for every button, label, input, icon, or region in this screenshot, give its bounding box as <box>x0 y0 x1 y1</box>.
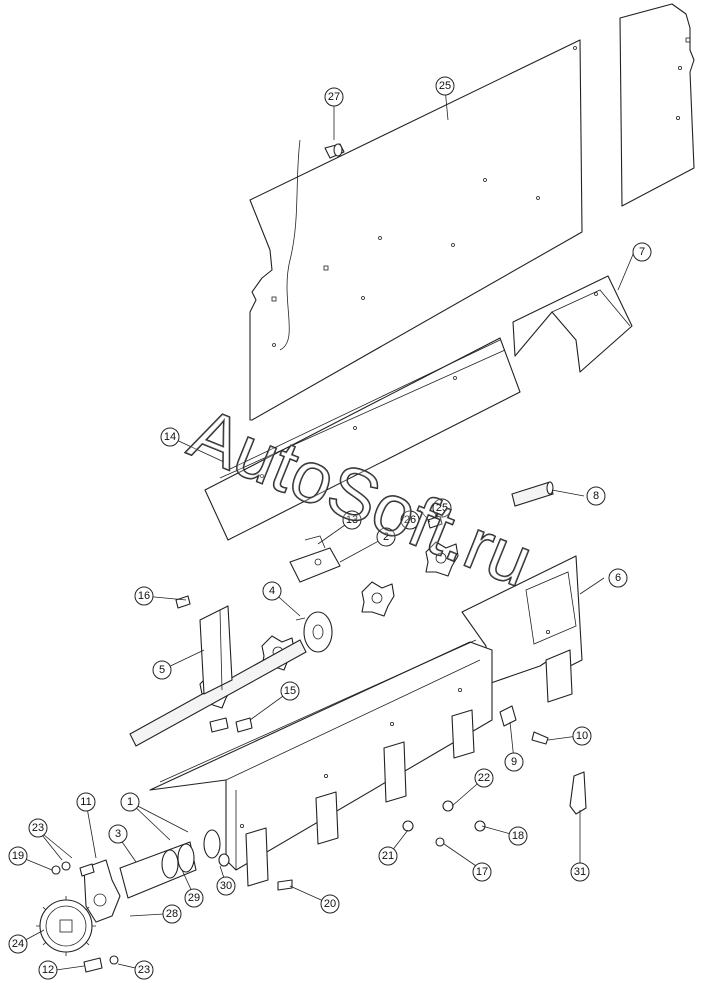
callout-22: 22 <box>474 768 494 788</box>
svg-text:24: 24 <box>12 938 24 950</box>
svg-text:26: 26 <box>404 514 416 526</box>
svg-text:23: 23 <box>138 964 150 976</box>
svg-text:22: 22 <box>478 772 490 784</box>
part-25-cover-panel <box>249 39 583 421</box>
callout-19: 19 <box>8 846 28 866</box>
callout-18: 18 <box>508 826 528 846</box>
callout-8: 8 <box>586 486 606 506</box>
svg-text:25: 25 <box>436 502 448 514</box>
svg-text:21: 21 <box>382 850 394 862</box>
callout-1: 1 <box>120 792 140 812</box>
svg-text:3: 3 <box>115 828 121 840</box>
callout-13: 13 <box>342 510 362 530</box>
svg-text:10: 10 <box>576 730 588 742</box>
callout-28: 28 <box>162 904 182 924</box>
callout-2: 2 <box>376 527 396 547</box>
svg-text:31: 31 <box>574 866 586 878</box>
svg-text:7: 7 <box>639 246 645 258</box>
svg-text:5: 5 <box>159 664 165 676</box>
callout-10: 10 <box>572 726 592 746</box>
callout-20: 20 <box>320 894 340 914</box>
callout-21: 21 <box>378 846 398 866</box>
part-24-sprocket <box>36 896 96 956</box>
drive-assembly <box>79 829 230 923</box>
svg-text:9: 9 <box>511 756 517 768</box>
svg-text:28: 28 <box>166 908 178 920</box>
part-8-shaft <box>511 481 554 507</box>
svg-text:29: 29 <box>188 892 200 904</box>
callout-5: 5 <box>152 660 172 680</box>
callout-25-top: 25 <box>435 76 455 96</box>
callout-7: 7 <box>632 242 652 262</box>
callout-25-mid: 25 <box>432 498 452 518</box>
svg-text:16: 16 <box>138 590 150 602</box>
svg-text:25: 25 <box>439 80 451 92</box>
svg-text:19: 19 <box>12 850 24 862</box>
star-sprocket-upper <box>425 541 459 577</box>
svg-text:30: 30 <box>220 880 232 892</box>
callout-6: 6 <box>608 568 628 588</box>
svg-text:18: 18 <box>512 830 524 842</box>
callout-26: 26 <box>400 510 420 530</box>
callout-3: 3 <box>108 824 128 844</box>
part-5-plate <box>199 605 233 695</box>
callout-23-bottom: 23 <box>134 960 154 980</box>
callout-12: 12 <box>38 960 58 980</box>
svg-text:27: 27 <box>328 91 340 103</box>
small-hardware <box>51 515 587 973</box>
svg-text:11: 11 <box>80 796 91 808</box>
callout-4: 4 <box>262 581 282 601</box>
svg-text:20: 20 <box>324 898 336 910</box>
callout-31: 31 <box>570 862 590 882</box>
callout-30: 30 <box>216 876 236 896</box>
svg-text:1: 1 <box>127 796 133 808</box>
svg-text:2: 2 <box>383 531 389 543</box>
side-panel <box>619 3 695 207</box>
star-sprocket-mid <box>361 581 395 617</box>
main-housing <box>149 639 493 887</box>
svg-text:14: 14 <box>164 431 176 443</box>
callout-9: 9 <box>504 752 524 772</box>
callout-17: 17 <box>472 862 492 882</box>
callout-24: 24 <box>8 934 28 954</box>
part-7-bracket <box>512 275 633 373</box>
svg-text:15: 15 <box>284 685 296 697</box>
svg-text:8: 8 <box>593 490 599 502</box>
svg-text:17: 17 <box>476 866 488 878</box>
svg-text:4: 4 <box>269 585 275 597</box>
svg-text:13: 13 <box>346 514 358 526</box>
callout-11: 11 <box>76 792 96 812</box>
callout-15: 15 <box>280 681 300 701</box>
lower-shaft <box>129 639 307 747</box>
part-27-bolt <box>324 143 345 159</box>
svg-text:23: 23 <box>32 822 44 834</box>
callout-29: 29 <box>184 888 204 908</box>
part-2-bearing-bracket <box>289 535 341 583</box>
svg-text:6: 6 <box>615 572 621 584</box>
callout-14: 14 <box>160 427 180 447</box>
callout-23-left: 23 <box>28 818 48 838</box>
callout-16: 16 <box>134 586 154 606</box>
callout-27: 27 <box>324 87 344 107</box>
svg-text:12: 12 <box>42 964 54 976</box>
part-4-roller <box>295 611 333 653</box>
upper-deflector <box>204 337 521 541</box>
